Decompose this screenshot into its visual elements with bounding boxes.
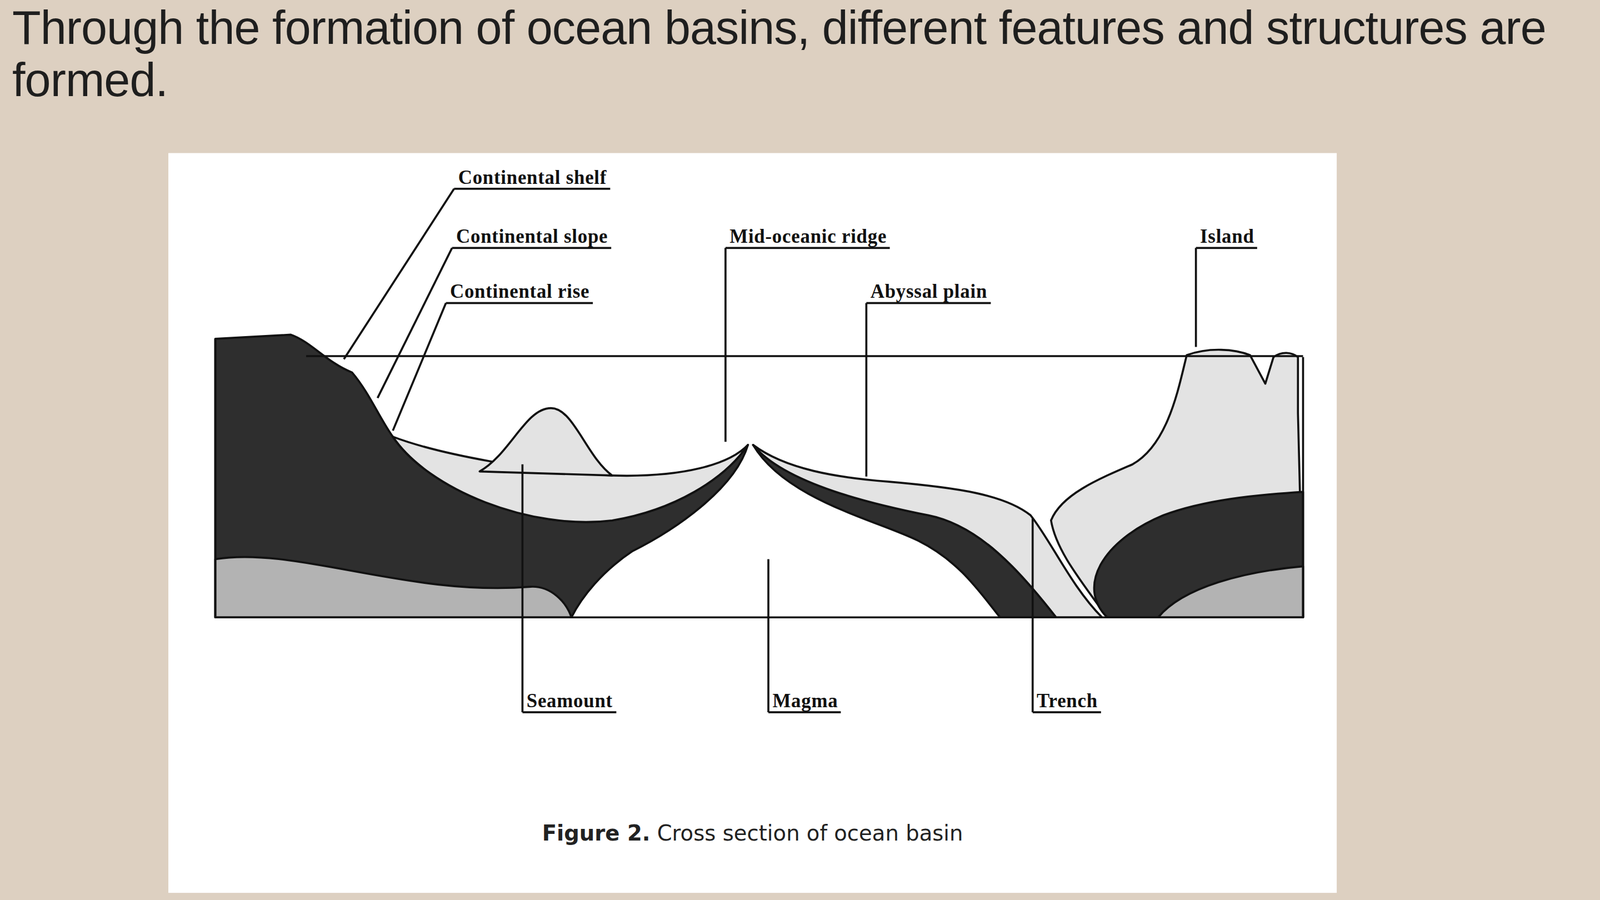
part-label: Continental shelf	[453, 167, 610, 190]
part-label: Mid-oceanic ridge	[725, 226, 890, 249]
part-label: Island	[1196, 226, 1258, 249]
leader-line	[865, 303, 868, 477]
sea-level	[306, 355, 1303, 358]
part-label: Trench	[1032, 690, 1102, 713]
mantle-right	[1158, 566, 1304, 618]
sediment-right	[753, 445, 1103, 618]
leader-line	[392, 303, 447, 432]
section-frame	[215, 338, 1304, 618]
leader-line	[1031, 518, 1034, 713]
leader-line	[1195, 247, 1198, 347]
slide-title: Through the formation of ocean basins, d…	[12, 2, 1574, 106]
part-label: Magma	[768, 690, 842, 713]
leader-line	[343, 188, 454, 360]
part-label: Abyssal plain	[866, 281, 990, 304]
seamount-shape	[479, 408, 613, 476]
leader-line	[724, 247, 727, 442]
part-label: Continental slope	[452, 226, 612, 249]
part-label: Continental rise	[446, 281, 593, 304]
continental-crust	[215, 334, 749, 618]
leader-line	[767, 559, 770, 713]
leader-line	[521, 464, 524, 713]
part-label: Seamount	[522, 690, 616, 713]
figure-caption: Figure 2. Cross section of ocean basin	[168, 821, 1337, 847]
arc-crust	[1094, 491, 1304, 618]
island-arc	[1051, 349, 1304, 618]
mantle-left	[215, 557, 572, 618]
